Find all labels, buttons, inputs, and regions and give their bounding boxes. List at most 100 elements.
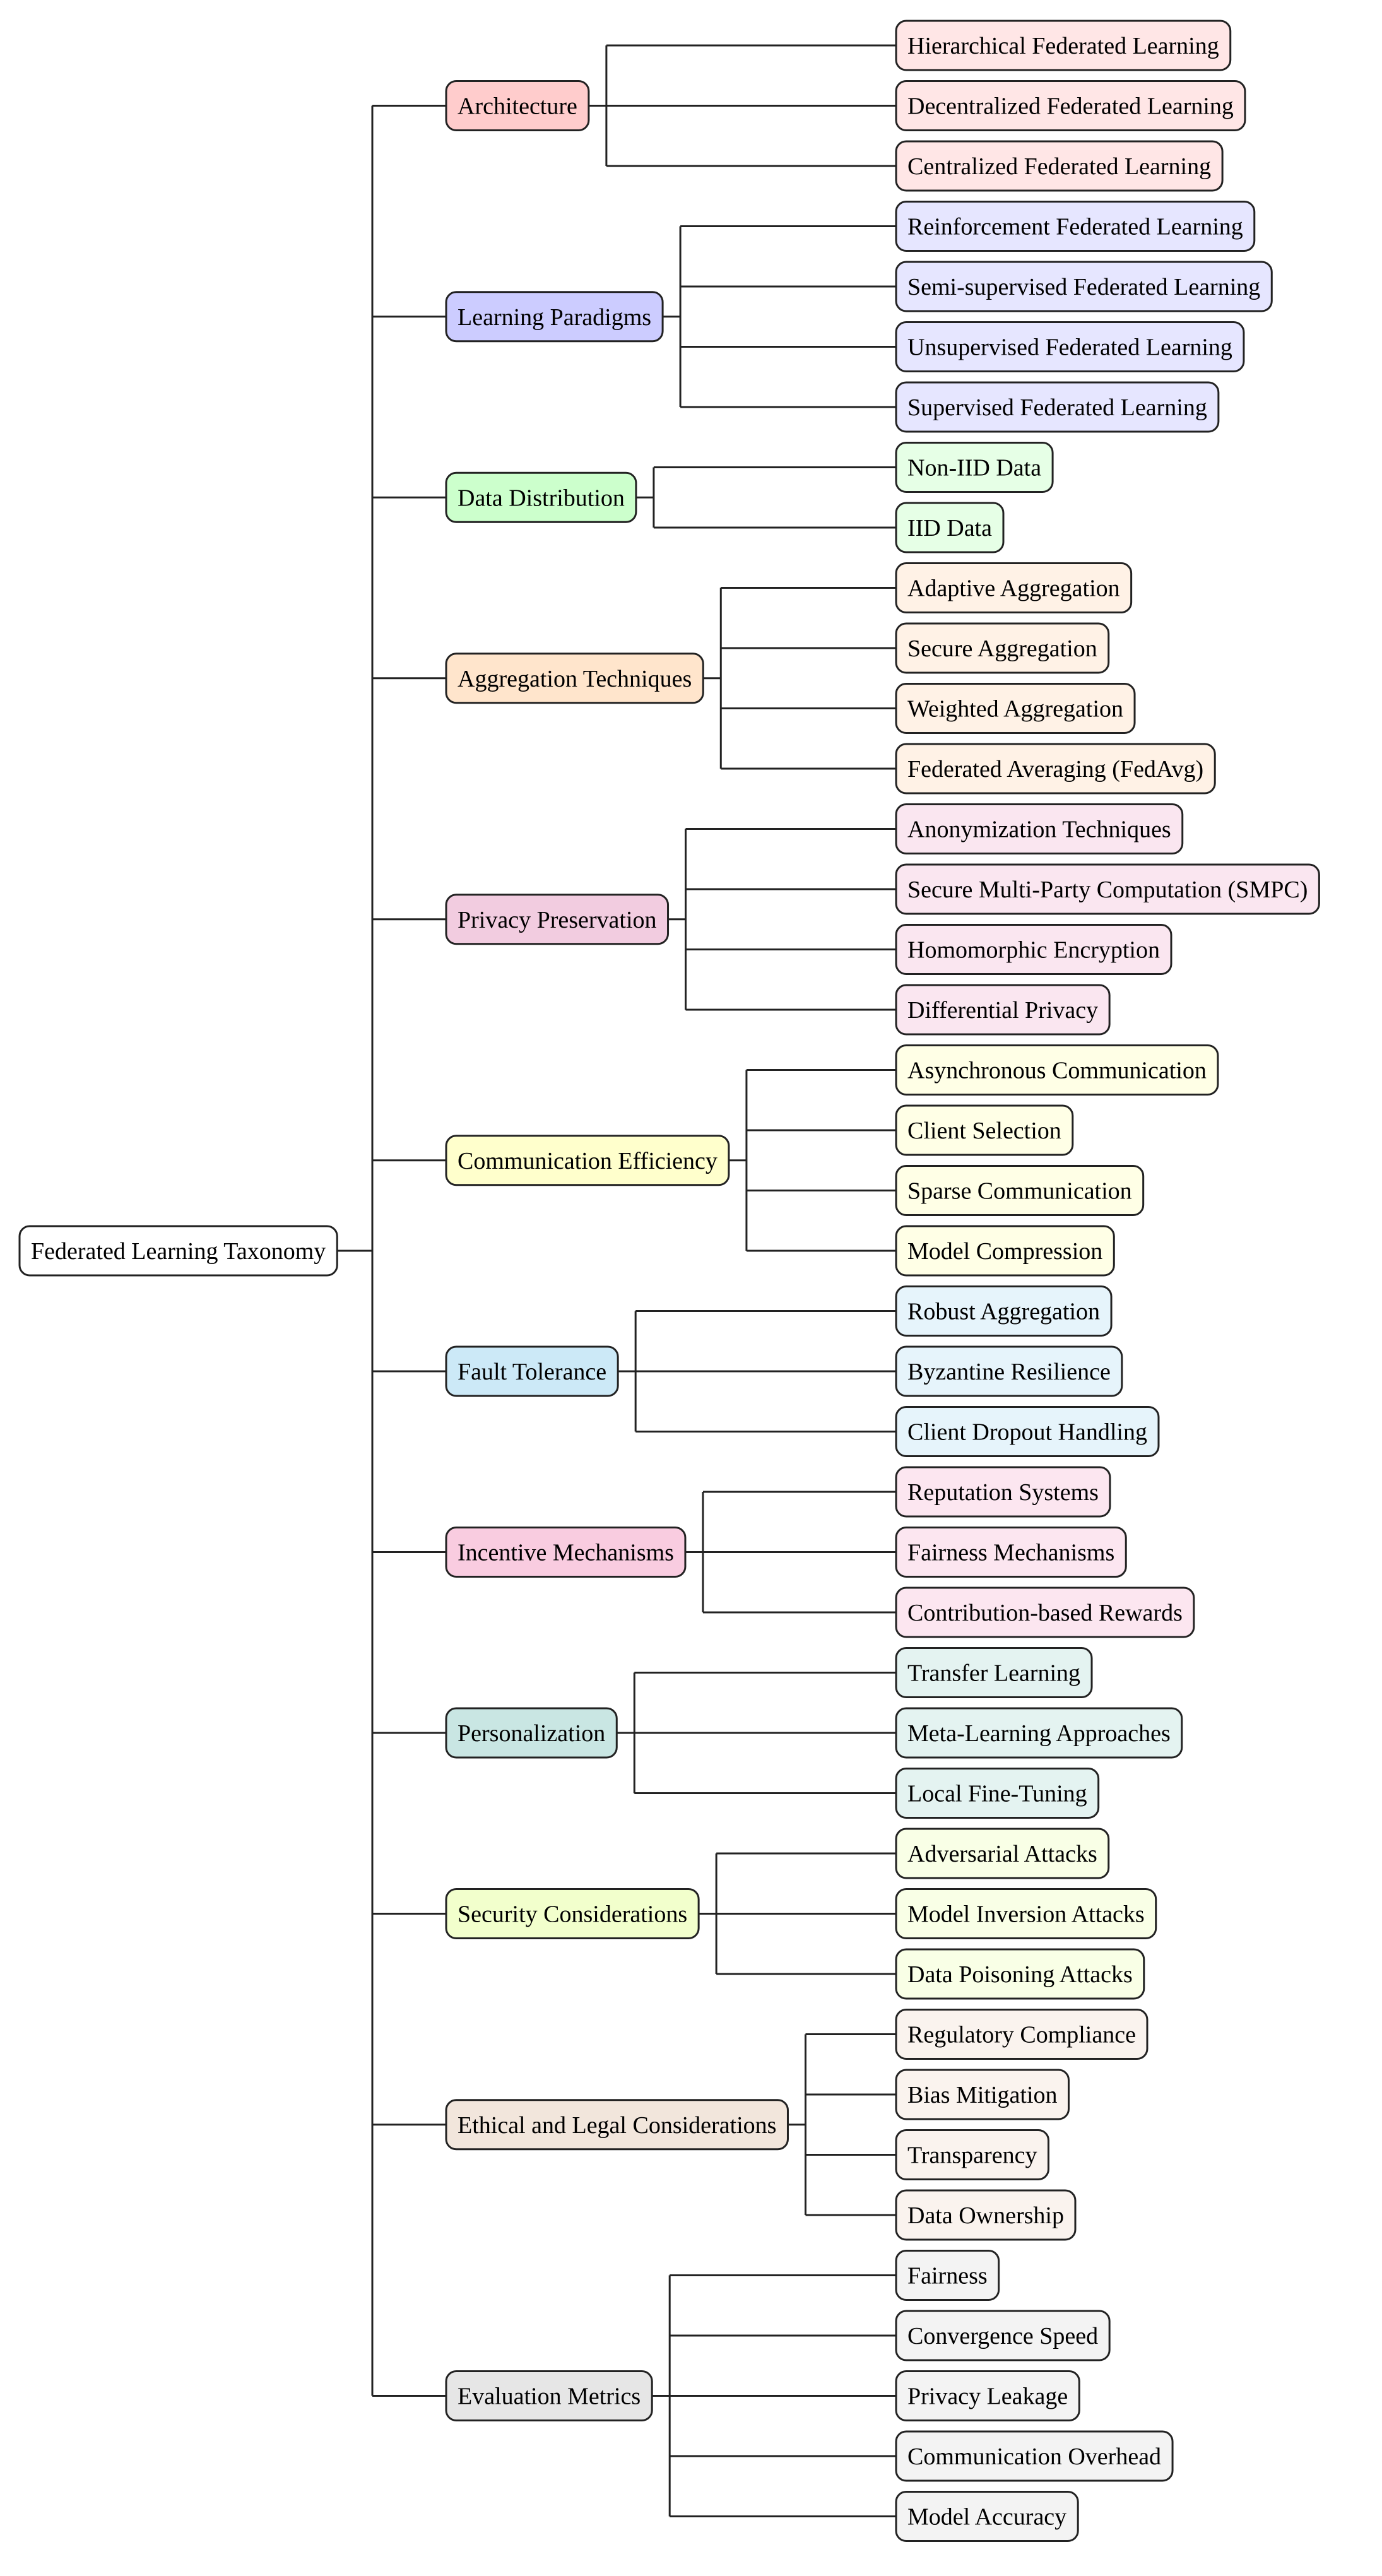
leaf-data-ownership-label: Data Ownership: [907, 2202, 1064, 2229]
leaf-decentralized-federated-learning-box: [895, 80, 1246, 131]
leaf-reputation-systems-label: Reputation Systems: [907, 1479, 1099, 1506]
category-architecture-box: [445, 80, 590, 131]
leaf-asynchronous-communication-box: [895, 1044, 1219, 1096]
leaf-reputation-systems-box: [895, 1466, 1111, 1518]
leaf-secure-aggregation-label: Secure Aggregation: [907, 635, 1097, 662]
category-architecture: Architecture: [445, 80, 590, 131]
leaf-model-inversion-attacks-label: Model Inversion Attacks: [907, 1901, 1145, 1928]
category-aggregation-techniques-box: [445, 653, 704, 704]
leaf-model-compression: Model Compression: [895, 1225, 1115, 1277]
leaf-decentralized-federated-learning: Decentralized Federated Learning: [895, 80, 1246, 131]
tree-edges: [337, 44, 896, 2517]
leaf-client-selection-label: Client Selection: [907, 1118, 1061, 1144]
leaf-regulatory-compliance-label: Regulatory Compliance: [907, 2022, 1136, 2048]
leaf-convergence-speed-box: [895, 2310, 1111, 2361]
leaf-unsupervised-federated-learning: Unsupervised Federated Learning: [895, 321, 1245, 372]
category-privacy-preservation-label: Privacy Preservation: [458, 907, 657, 933]
leaf-iid-data-label: IID Data: [907, 515, 992, 541]
root-node: Federated Learning Taxonomy: [18, 1225, 338, 1277]
leaf-unsupervised-federated-learning-label: Unsupervised Federated Learning: [907, 334, 1232, 361]
leaf-bias-mitigation-label: Bias Mitigation: [907, 2082, 1058, 2108]
leaf-homomorphic-encryption-label: Homomorphic Encryption: [907, 937, 1160, 964]
leaf-homomorphic-encryption-box: [895, 924, 1172, 975]
category-security-considerations: Security Considerations: [445, 1888, 700, 1939]
leaf-supervised-federated-learning: Supervised Federated Learning: [895, 381, 1220, 433]
leaf-client-dropout-handling-box: [895, 1406, 1160, 1457]
category-personalization: Personalization: [445, 1707, 618, 1759]
category-personalization-box: [445, 1707, 618, 1759]
leaf-bias-mitigation-box: [895, 2069, 1070, 2120]
root-node-label: Federated Learning Taxonomy: [31, 1238, 326, 1265]
leaf-centralized-federated-learning: Centralized Federated Learning: [895, 140, 1224, 192]
leaf-privacy-leakage-label: Privacy Leakage: [907, 2384, 1068, 2410]
category-incentive-mechanisms-box: [445, 1527, 687, 1578]
leaf-robust-aggregation-box: [895, 1285, 1113, 1337]
leaf-secure-aggregation-box: [895, 622, 1110, 674]
leaf-convergence-speed-label: Convergence Speed: [907, 2323, 1098, 2349]
leaf-byzantine-resilience: Byzantine Resilience: [895, 1345, 1123, 1397]
leaf-contribution-based-rewards-label: Contribution-based Rewards: [907, 1600, 1183, 1626]
leaf-secure-multi-party-computation-label: Secure Multi-Party Computation (SMPC): [907, 877, 1308, 903]
leaf-asynchronous-communication-label: Asynchronous Communication: [907, 1058, 1207, 1084]
leaf-contribution-based-rewards: Contribution-based Rewards: [895, 1586, 1195, 1638]
leaf-robust-aggregation-label: Robust Aggregation: [907, 1299, 1100, 1325]
leaf-adaptive-aggregation-box: [895, 562, 1133, 613]
leaf-hierarchical-federated-learning-label: Hierarchical Federated Learning: [907, 33, 1219, 59]
leaf-fairness-mechanisms-label: Fairness Mechanisms: [907, 1540, 1114, 1566]
leaf-adversarial-attacks-box: [895, 1828, 1110, 1879]
leaf-client-dropout-handling: Client Dropout Handling: [895, 1406, 1160, 1457]
leaf-centralized-federated-learning-label: Centralized Federated Learning: [907, 153, 1211, 180]
leaf-adaptive-aggregation: Adaptive Aggregation: [895, 562, 1133, 613]
leaf-iid-data-box: [895, 502, 1005, 553]
leaf-asynchronous-communication: Asynchronous Communication: [895, 1044, 1219, 1096]
leaf-federated-averaging: Federated Averaging (FedAvg): [895, 743, 1216, 795]
leaf-homomorphic-encryption: Homomorphic Encryption: [895, 924, 1172, 975]
leaf-data-poisoning-attacks-box: [895, 1948, 1145, 2000]
leaf-model-inversion-attacks-box: [895, 1888, 1157, 1939]
leaf-reinforcement-federated-learning: Reinforcement Federated Learning: [895, 201, 1256, 252]
leaf-unsupervised-federated-learning-box: [895, 321, 1245, 372]
leaf-sparse-communication-box: [895, 1165, 1145, 1216]
category-fault-tolerance: Fault Tolerance: [445, 1345, 619, 1397]
leaf-model-accuracy: Model Accuracy: [895, 2491, 1079, 2542]
category-privacy-preservation-box: [445, 894, 670, 945]
leaf-fairness-label: Fairness: [907, 2263, 988, 2289]
leaf-model-compression-label: Model Compression: [907, 1238, 1102, 1265]
leaf-secure-multi-party-computation-box: [895, 863, 1320, 915]
leaf-meta-learning-approaches-label: Meta-Learning Approaches: [907, 1720, 1171, 1747]
leaf-convergence-speed: Convergence Speed: [895, 2310, 1111, 2361]
leaf-sparse-communication-label: Sparse Communication: [907, 1178, 1132, 1205]
leaf-supervised-federated-learning-box: [895, 381, 1220, 433]
leaf-iid-data: IID Data: [895, 502, 1005, 553]
leaf-model-inversion-attacks: Model Inversion Attacks: [895, 1888, 1157, 1939]
leaf-differential-privacy-label: Differential Privacy: [907, 997, 1098, 1024]
leaf-regulatory-compliance: Regulatory Compliance: [895, 2009, 1149, 2060]
category-communication-efficiency-label: Communication Efficiency: [458, 1148, 718, 1174]
category-fault-tolerance-box: [445, 1345, 619, 1397]
leaf-regulatory-compliance-box: [895, 2009, 1149, 2060]
category-data-distribution-label: Data Distribution: [458, 485, 625, 511]
leaf-privacy-leakage: Privacy Leakage: [895, 2370, 1080, 2421]
leaf-weighted-aggregation: Weighted Aggregation: [895, 683, 1136, 734]
category-security-considerations-box: [445, 1888, 700, 1939]
leaf-decentralized-federated-learning-label: Decentralized Federated Learning: [907, 93, 1234, 120]
leaf-anonymization-techniques: Anonymization Techniques: [895, 803, 1184, 854]
leaf-centralized-federated-learning-box: [895, 140, 1224, 192]
leaf-non-iid-data: Non-IID Data: [895, 442, 1054, 493]
leaf-local-fine-tuning: Local Fine-Tuning: [895, 1768, 1100, 1819]
leaf-client-dropout-handling-label: Client Dropout Handling: [907, 1419, 1147, 1446]
leaf-non-iid-data-box: [895, 442, 1054, 493]
leaf-differential-privacy-box: [895, 984, 1111, 1036]
leaf-reinforcement-federated-learning-box: [895, 201, 1256, 252]
leaf-model-accuracy-box: [895, 2491, 1079, 2542]
leaf-adversarial-attacks-label: Adversarial Attacks: [907, 1841, 1097, 1867]
leaf-anonymization-techniques-label: Anonymization Techniques: [907, 817, 1171, 843]
leaf-federated-averaging-box: [895, 743, 1216, 795]
category-data-distribution-box: [445, 471, 637, 523]
tree-nodes: Federated Learning TaxonomyArchitectureH…: [18, 20, 1320, 2542]
leaf-semi-supervised-federated-learning: Semi-supervised Federated Learning: [895, 261, 1273, 312]
leaf-transfer-learning: Transfer Learning: [895, 1647, 1093, 1698]
category-evaluation-metrics-box: [445, 2370, 653, 2421]
leaf-data-poisoning-attacks-label: Data Poisoning Attacks: [907, 1961, 1133, 1988]
